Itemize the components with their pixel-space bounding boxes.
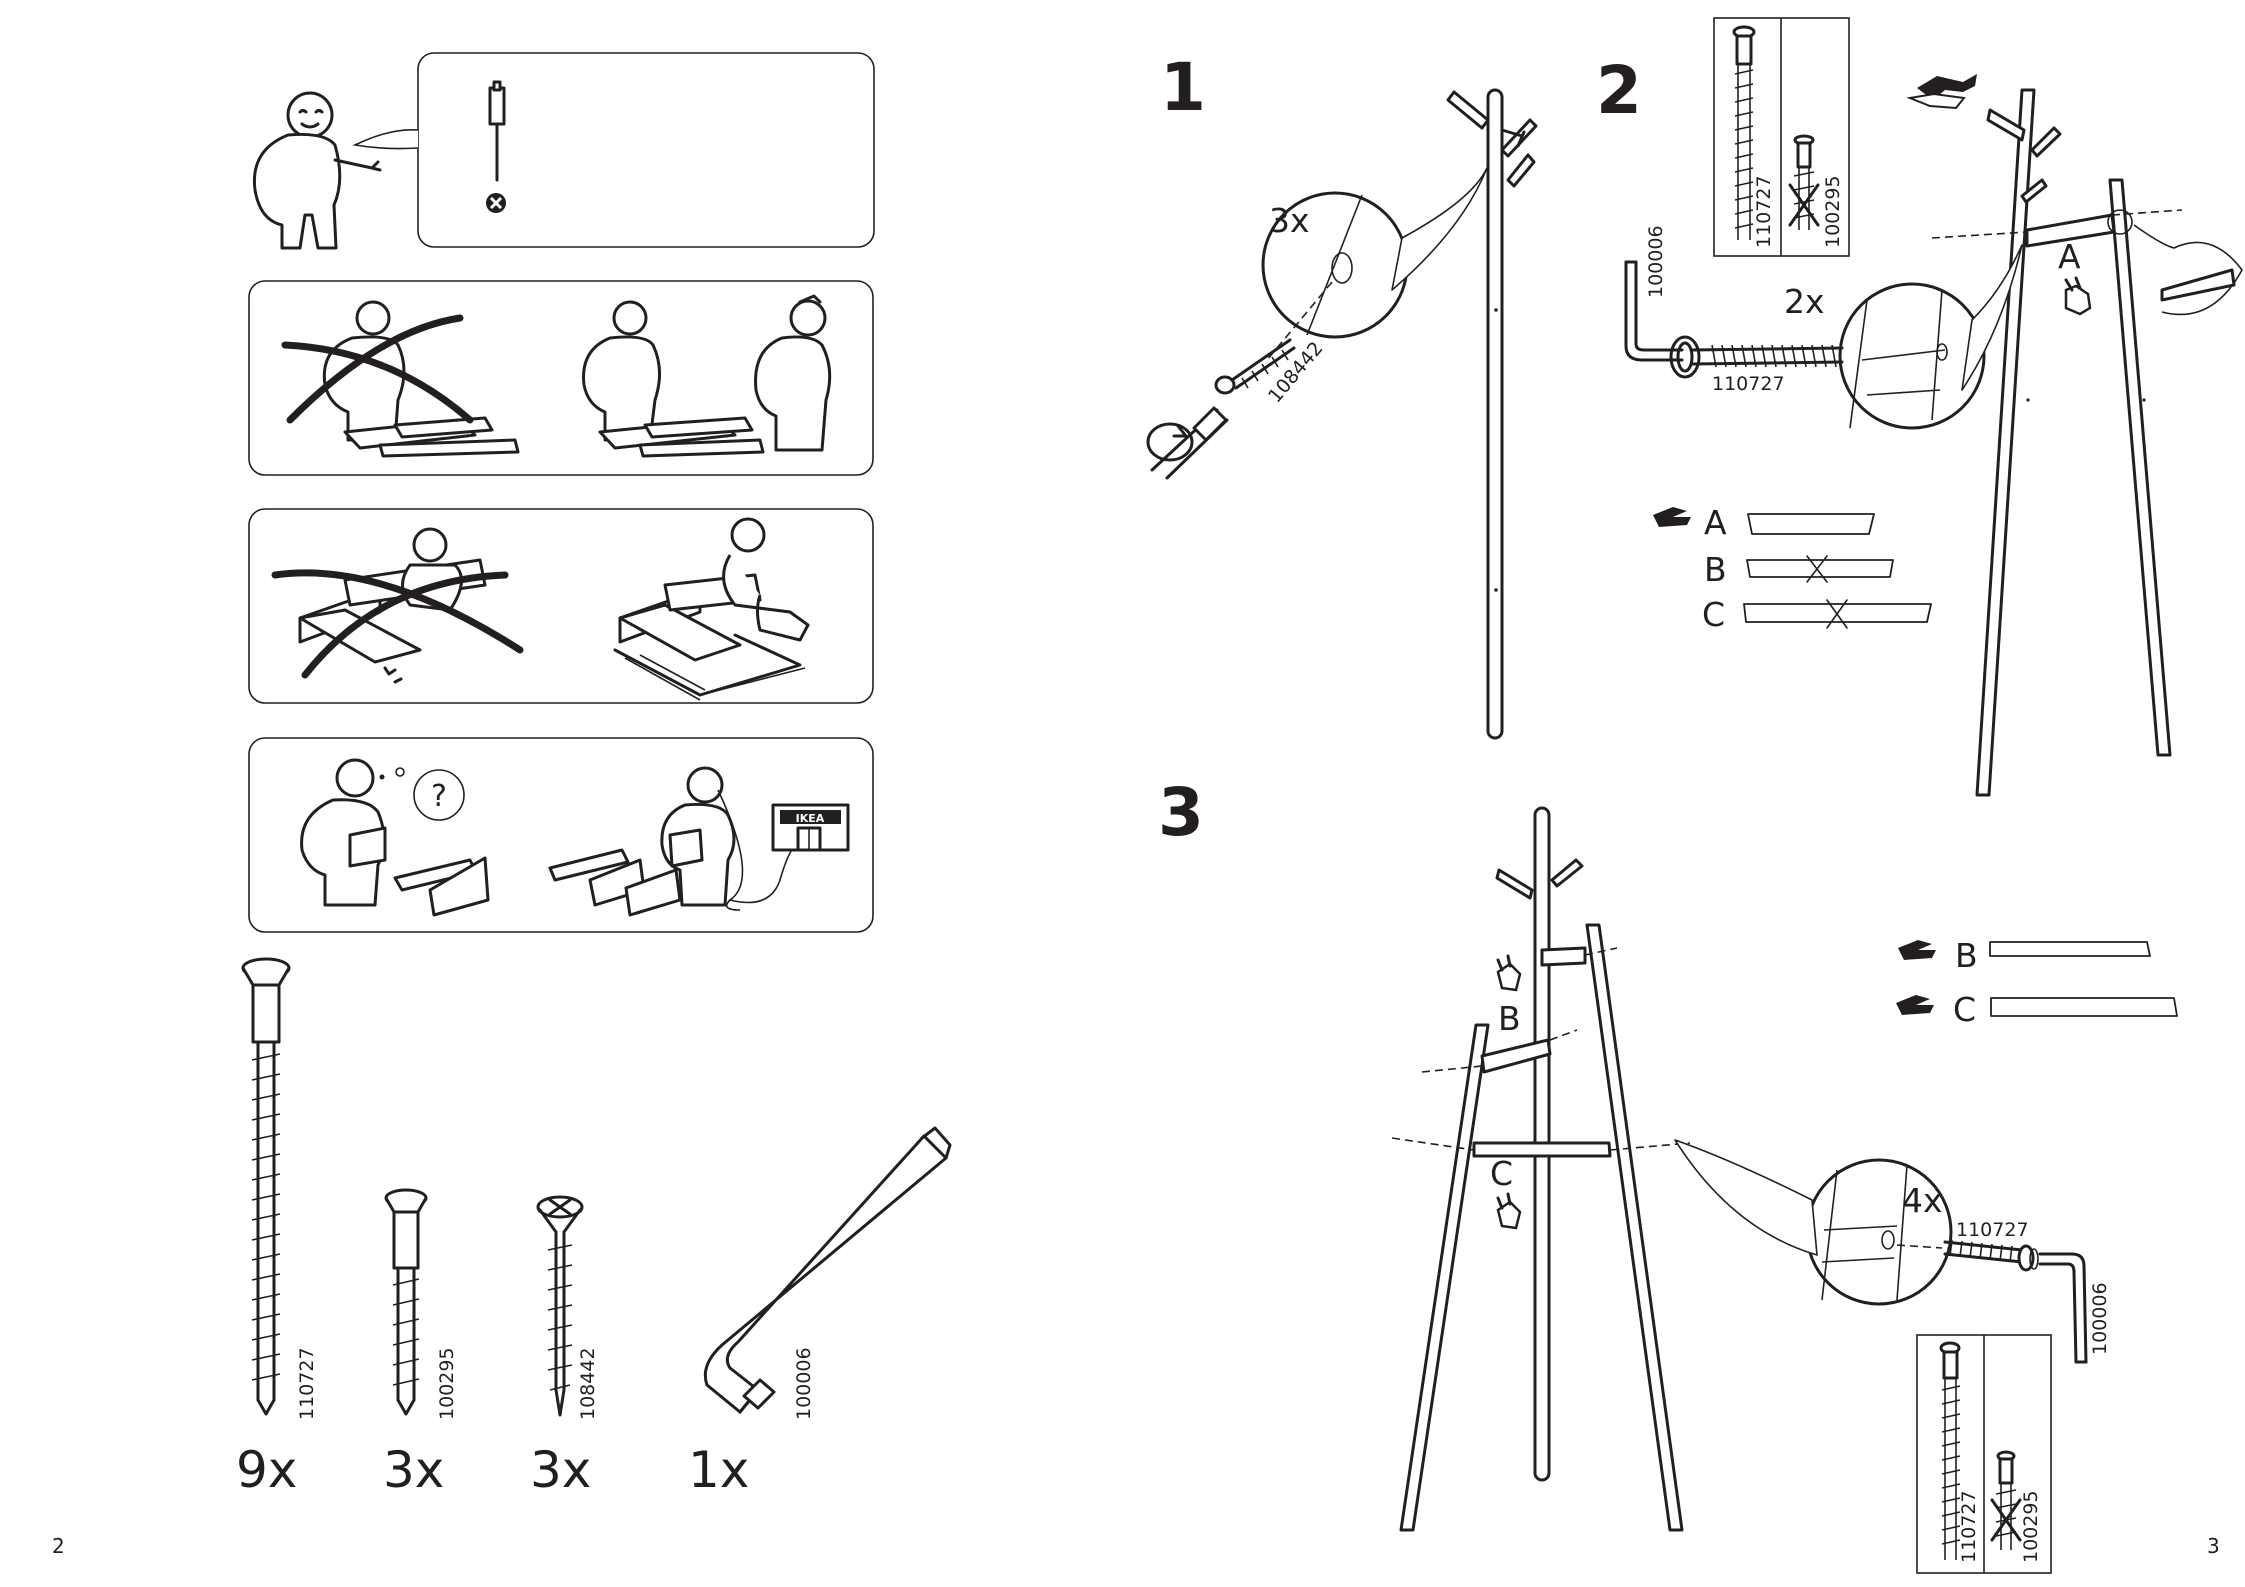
step-1-screwdriver-icon xyxy=(1148,408,1227,478)
step-3-label-b: B xyxy=(1498,999,1521,1038)
get-help-panel: ? IKEA xyxy=(249,738,873,932)
store-sign-text: IKEA xyxy=(796,812,825,825)
soft-surface-panel xyxy=(249,509,873,703)
step-2-tool-label: 100006 xyxy=(1645,225,1667,298)
ikea-store-icon: IKEA xyxy=(773,805,848,850)
step-2-ref-left: 110727 xyxy=(1753,175,1775,248)
step-1-detail-bubble xyxy=(1263,168,1487,360)
step-1-number: 1 xyxy=(1160,49,1206,126)
ikea-man-figure xyxy=(254,93,380,248)
hand-pointer-icon xyxy=(1498,1194,1520,1228)
question-mark: ? xyxy=(431,779,447,814)
step-3-frame xyxy=(1392,808,1690,1530)
page-number-left: 2 xyxy=(52,1534,65,1558)
hand-pointer-icon xyxy=(1896,995,1934,1015)
part-qty-110727: 9x xyxy=(236,1441,297,1499)
screw-110727-icon xyxy=(243,959,289,1414)
part-label-110727: 110727 xyxy=(296,1347,318,1420)
part-qty-100006: 1x xyxy=(688,1441,749,1499)
step-2-ref-right: 100295 xyxy=(1822,175,1844,248)
step-1-part-label: 108442 xyxy=(1264,338,1327,408)
step-2-legend-b: B xyxy=(1704,550,1727,589)
step-3-legend-c: C xyxy=(1953,990,1976,1029)
parts-list: 110727 100295 108442 100006 9x 3x 3x 1x xyxy=(236,959,950,1499)
step-3-ref-right: 100295 xyxy=(2020,1490,2042,1563)
screw-100295-icon xyxy=(386,1190,426,1414)
step-3-tool-label: 100006 xyxy=(2089,1282,2111,1355)
part-qty-100295: 3x xyxy=(383,1441,444,1499)
step-3-legend: B C xyxy=(1896,936,2177,1029)
step-2-legend: A B C xyxy=(1653,503,1931,634)
step-2-bolt-icon xyxy=(1671,337,1842,377)
right-page-illustrations: 1 3x xyxy=(1122,0,2245,1587)
cross-circle-icon xyxy=(486,193,506,213)
step-2-bolt-detail xyxy=(1840,245,2022,428)
step-2-label-a: A xyxy=(2058,237,2081,276)
step-2-legend-a: A xyxy=(1704,503,1727,542)
step-3-count: 4x xyxy=(1902,1181,1943,1220)
part-label-108442: 108442 xyxy=(577,1347,599,1420)
part-qty-108442: 3x xyxy=(530,1441,591,1499)
hand-pointer-icon xyxy=(1653,507,1691,527)
step-2-count: 2x xyxy=(1784,282,1825,321)
two-person-panel xyxy=(249,281,873,475)
right-page: 1 3x xyxy=(1122,0,2245,1587)
step-2: 2 110727 100295 xyxy=(1596,18,2242,795)
coat-rack-pole xyxy=(1448,90,1536,738)
step-1-count: 3x xyxy=(1269,201,1310,240)
tools-required-panel xyxy=(254,53,874,248)
left-page-illustrations: ? IKEA xyxy=(0,0,1122,1587)
part-label-100006: 100006 xyxy=(793,1347,815,1420)
step-2-legend-c: C xyxy=(1702,595,1725,634)
step-3-bolt-icon xyxy=(1945,1240,2038,1270)
step-2-right-detail xyxy=(2134,225,2242,314)
two-person-hand-icon xyxy=(1910,74,1977,108)
step-2-number: 2 xyxy=(1596,52,1642,129)
step-2-frame xyxy=(1932,90,2182,795)
page-number-right: 3 xyxy=(2207,1534,2220,1558)
step-1: 1 3x xyxy=(1148,49,1536,738)
hand-pointer-icon xyxy=(1898,940,1936,960)
step-3-number: 3 xyxy=(1158,774,1204,851)
hand-pointer-icon xyxy=(1498,956,1520,990)
step-3-label-c: C xyxy=(1490,1154,1513,1193)
step-3-legend-b: B xyxy=(1955,936,1978,975)
step-3-part-label: 110727 xyxy=(1956,1219,2029,1241)
step-2-part-label: 110727 xyxy=(1712,373,1785,395)
step-3-detail-bubble xyxy=(1675,1140,1951,1304)
step-3-ref-left: 110727 xyxy=(1958,1490,1980,1563)
screw-108442-icon xyxy=(538,1197,582,1415)
allen-key-100006-icon xyxy=(705,1128,950,1412)
left-page: ? IKEA xyxy=(0,0,1122,1587)
hand-pointer-icon xyxy=(2066,278,2090,314)
step-3: 3 B C xyxy=(1158,774,2177,1573)
part-label-100295: 100295 xyxy=(436,1347,458,1420)
